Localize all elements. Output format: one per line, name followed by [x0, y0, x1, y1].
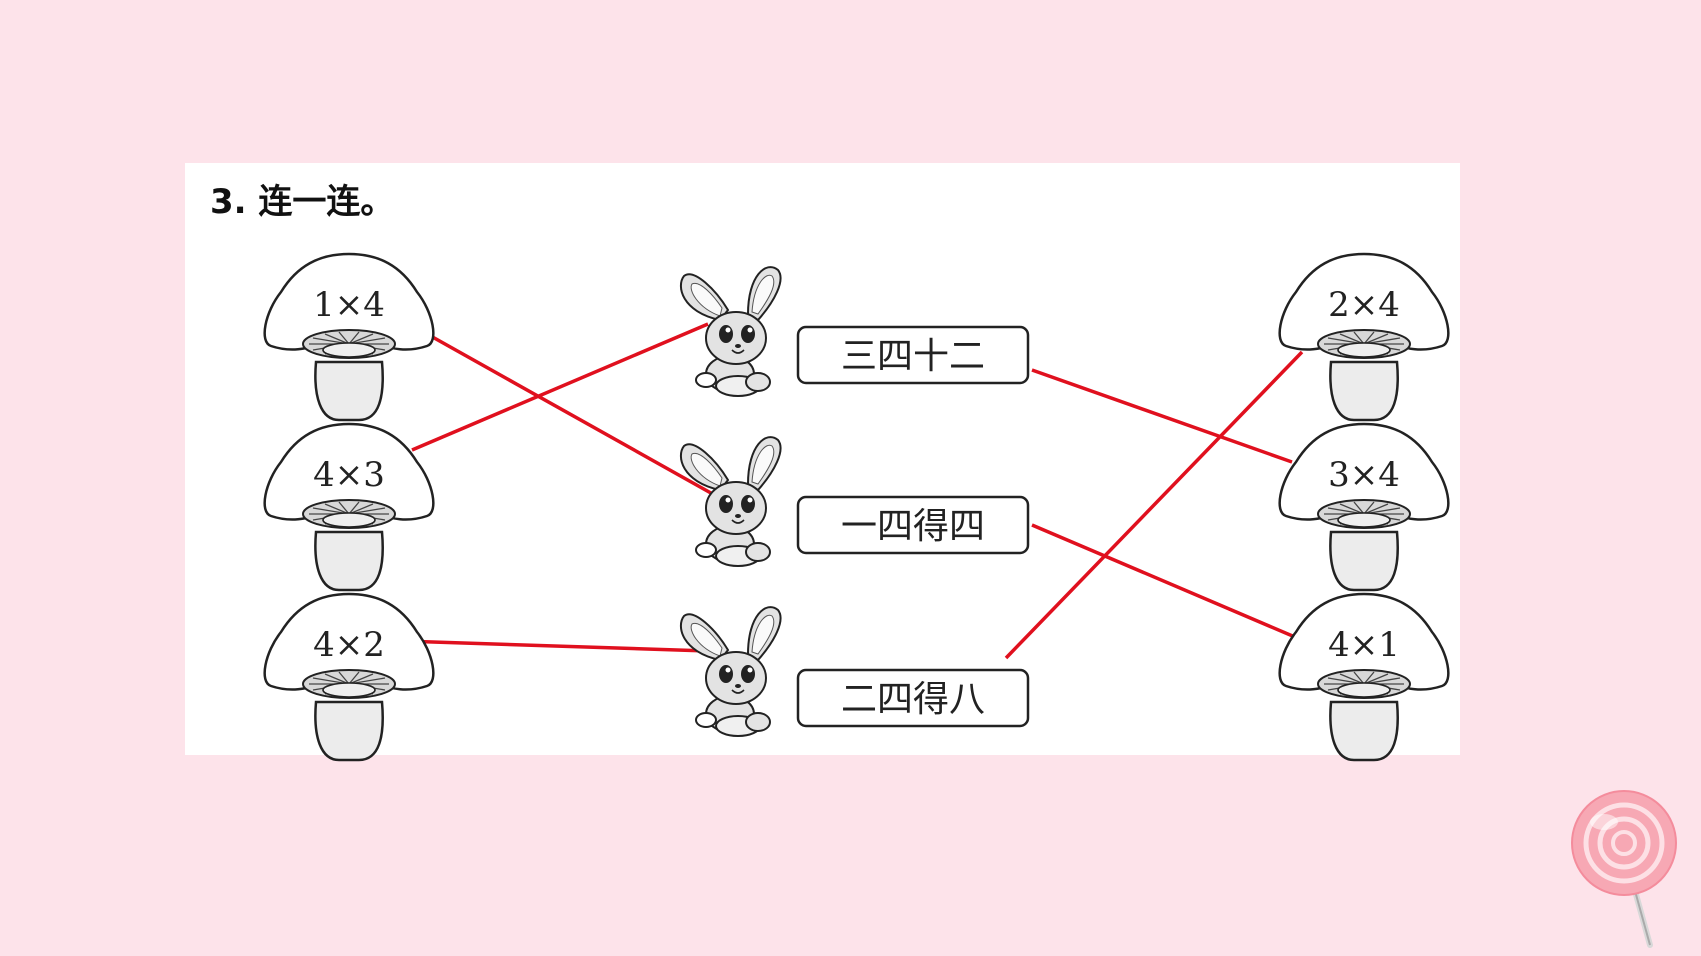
mushroom-label: 4×2 — [313, 625, 385, 665]
connection-line — [1004, 350, 1304, 660]
lollipop-icon — [1571, 790, 1677, 948]
mushroom-label: 4×1 — [1328, 625, 1400, 665]
rhyme-label: 三四十二 — [841, 336, 985, 377]
connection-line — [1031, 368, 1293, 464]
rabbit-icon — [679, 436, 782, 567]
mushroom-label: 3×4 — [1328, 455, 1400, 495]
rhyme-label: 一四得四 — [841, 506, 985, 547]
mushroom-label: 1×4 — [313, 285, 385, 325]
rabbit-icon — [679, 606, 782, 737]
rabbit-icon — [679, 266, 782, 397]
mushroom-label: 4×3 — [313, 455, 385, 495]
connection-line — [1031, 523, 1303, 642]
right-mushroom-2[interactable]: 3×4 — [1278, 422, 1450, 592]
rhyme-box-2[interactable]: 一四得四 — [796, 495, 1030, 555]
right-mushroom-1[interactable]: 2×4 — [1278, 252, 1450, 422]
rhyme-label: 二四得八 — [841, 679, 985, 720]
connection-lines — [401, 322, 1304, 660]
rhyme-box-3[interactable]: 二四得八 — [796, 668, 1030, 728]
connection-line — [411, 322, 709, 452]
left-mushroom-1[interactable]: 1×4 — [263, 252, 435, 422]
left-mushroom-3[interactable]: 4×2 — [263, 592, 435, 762]
exercise-title: 3. 连一连。 — [210, 182, 395, 222]
right-mushroom-3[interactable]: 4×1 — [1278, 592, 1450, 762]
left-mushroom-2[interactable]: 4×3 — [263, 422, 435, 592]
connection-line — [419, 328, 719, 499]
connection-line — [401, 639, 709, 653]
rhyme-box-1[interactable]: 三四十二 — [796, 325, 1030, 385]
mushroom-label: 2×4 — [1328, 285, 1400, 325]
